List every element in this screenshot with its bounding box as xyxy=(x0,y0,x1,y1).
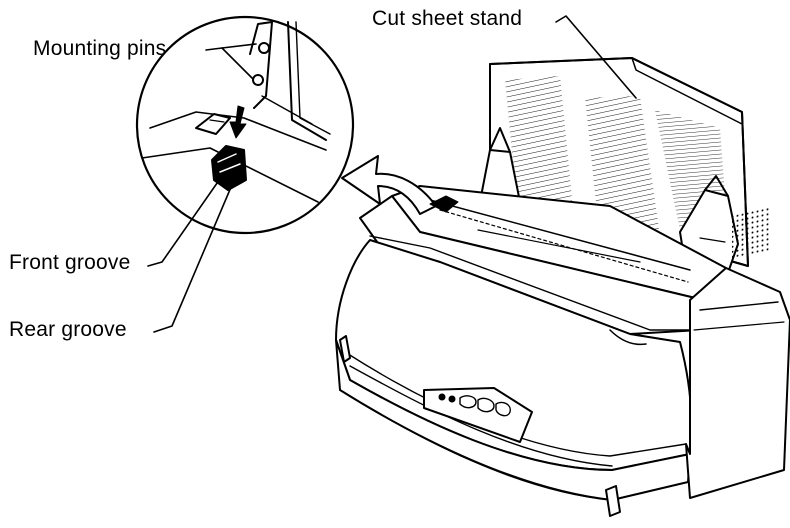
detail-inset xyxy=(135,15,355,235)
arrow-left-icon xyxy=(341,155,437,215)
leader-lines xyxy=(147,15,637,333)
front-groove-label: Front groove xyxy=(9,251,131,274)
printer-body xyxy=(335,185,790,517)
mounting-pins-label: Mounting pins xyxy=(33,37,167,60)
arrow-down-small-icon xyxy=(229,105,247,139)
cut-sheet-stand-label: Cut sheet stand xyxy=(372,7,523,30)
rear-groove-label: Rear groove xyxy=(9,318,127,341)
